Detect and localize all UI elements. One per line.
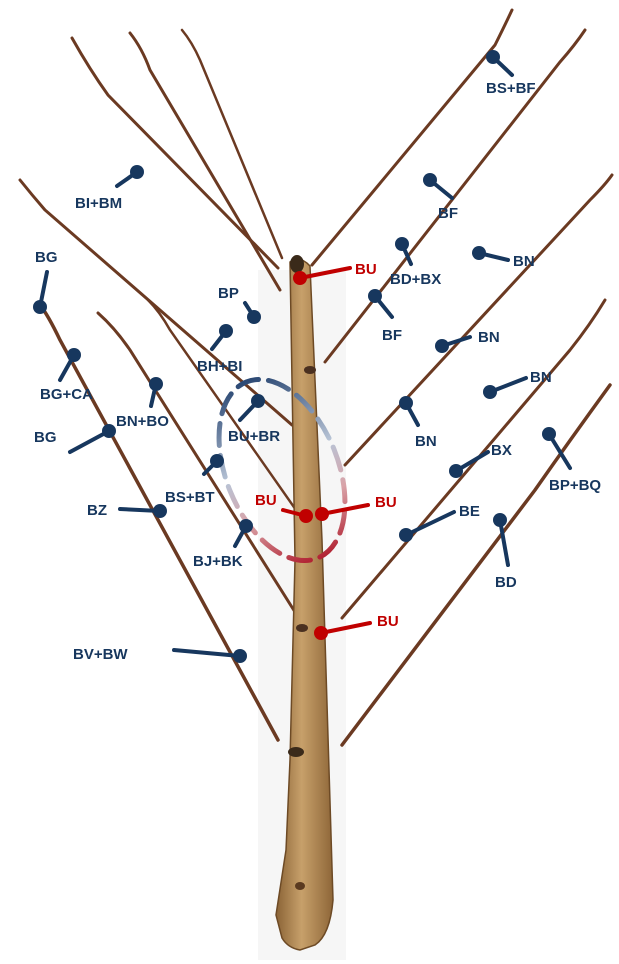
marker-dot — [149, 377, 163, 391]
marker-dot — [210, 454, 224, 468]
stem-node-4 — [295, 882, 305, 890]
annotation-bn-bo: BN+BO — [116, 377, 169, 430]
marker-dot — [102, 424, 116, 438]
stem-node-3 — [288, 747, 304, 757]
twig-bf-bn — [325, 30, 585, 362]
annotation-bs-bf: BS+BF — [486, 50, 536, 97]
marker-dot — [493, 513, 507, 527]
marker-dot — [315, 507, 329, 521]
annotation-label: BN — [478, 329, 500, 346]
annotation-label: BN — [513, 253, 535, 270]
annotation-label: BD+BX — [390, 271, 441, 288]
stem-tip-bud — [290, 255, 304, 273]
marker-dot — [399, 528, 413, 542]
annotation-label: BU+BR — [228, 428, 280, 445]
twig-upper-mid — [182, 30, 282, 258]
marker-dot — [314, 626, 328, 640]
annotation-label: BP+BQ — [549, 477, 601, 494]
annotation-label: BN+BO — [116, 413, 169, 430]
twig-bn-right — [345, 175, 612, 465]
annotation-label: BS+BT — [165, 489, 215, 506]
twig-bs-bf — [312, 10, 512, 265]
annotation-label: BG+CA — [40, 386, 93, 403]
marker-dot — [247, 310, 261, 324]
marker-dot — [239, 519, 253, 533]
annotation-be: BE — [399, 503, 480, 542]
annotation-bj-bk: BJ+BK — [193, 519, 253, 570]
annotation-bn-1: BN — [472, 246, 535, 270]
marker-dot — [67, 348, 81, 362]
marker-dot — [153, 504, 167, 518]
marker-dot — [435, 339, 449, 353]
marker-dot — [395, 237, 409, 251]
annotation-bp-mid: BP — [218, 285, 261, 324]
annotation-label: BZ — [87, 502, 107, 519]
annotation-bg-left: BG — [34, 424, 116, 452]
marker-dot — [399, 396, 413, 410]
marker-dot — [483, 385, 497, 399]
marker-dot — [449, 464, 463, 478]
annotation-label: BJ+BK — [193, 553, 243, 570]
annotation-bf-upper: BF — [423, 173, 458, 222]
annotation-label: BV+BW — [73, 646, 128, 663]
stem-node-1 — [304, 366, 316, 374]
annotation-label: BN — [415, 433, 437, 450]
marker-dot — [251, 394, 265, 408]
marker-dot — [423, 173, 437, 187]
marker-dot — [293, 271, 307, 285]
stem-node-2 — [296, 624, 308, 632]
annotation-bs-bt: BS+BT — [165, 454, 224, 506]
annotation-label: BF — [438, 205, 458, 222]
annotation-label: BU — [375, 494, 397, 511]
marker-dot — [368, 289, 382, 303]
annotation-label: BX — [491, 442, 512, 459]
marker-dot — [219, 324, 233, 338]
annotation-bd: BD — [493, 513, 517, 591]
annotation-label: BI+BM — [75, 195, 122, 212]
annotation-label: BF — [382, 327, 402, 344]
marker-dot — [472, 246, 486, 260]
annotation-label: BG — [34, 429, 57, 446]
marker-dot — [542, 427, 556, 441]
twig-be-bd — [342, 385, 610, 745]
annotation-label: BU — [255, 492, 277, 509]
marker-dot — [299, 509, 313, 523]
annotation-bv-bw: BV+BW — [73, 646, 247, 663]
annotation-bg-top: BG — [33, 249, 58, 314]
annotation-label: BD — [495, 574, 517, 591]
annotation-label: BE — [459, 503, 480, 520]
marker-dot — [33, 300, 47, 314]
annotation-label: BP — [218, 285, 239, 302]
annotation-label: BH+BI — [197, 358, 242, 375]
annotation-bx: BX — [449, 442, 512, 478]
annotation-bi-bm: BI+BM — [75, 165, 144, 212]
annotation-bf-lower: BF — [368, 289, 402, 344]
annotation-label: BN — [530, 369, 552, 386]
marker-dot — [233, 649, 247, 663]
annotation-label: BU — [355, 261, 377, 278]
annotation-bn-3: BN — [483, 369, 552, 399]
marker-dot — [486, 50, 500, 64]
marker-dot — [130, 165, 144, 179]
annotation-bn-4: BN — [399, 396, 437, 450]
annotation-bg-ca: BG+CA — [40, 348, 93, 403]
annotation-label: BS+BF — [486, 80, 536, 97]
annotation-label: BU — [377, 613, 399, 630]
annotation-label: BG — [35, 249, 58, 266]
